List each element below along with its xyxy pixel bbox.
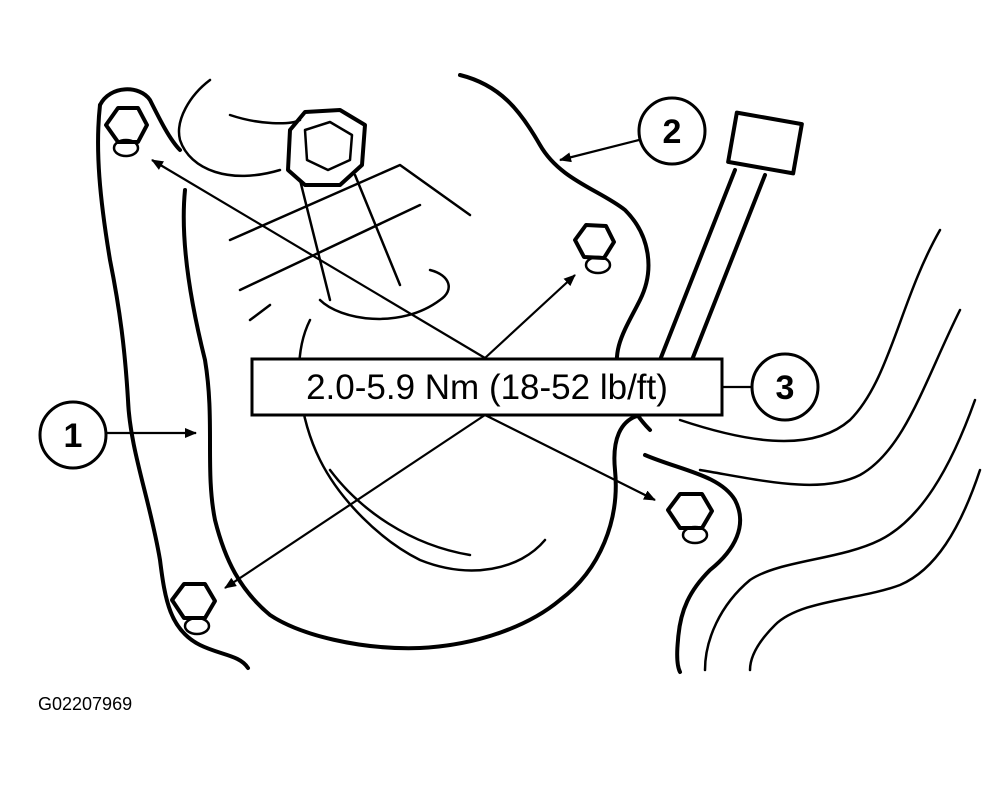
- nut-top-right-icon: [573, 223, 616, 275]
- bracket-line-1: [228, 163, 472, 242]
- figure-id: G02207969: [38, 694, 132, 714]
- nut-bottom-left-icon: [170, 582, 217, 636]
- pipe-body-lower: [228, 113, 302, 125]
- tube-line-4: [748, 468, 982, 672]
- bracket-line-2: [238, 203, 422, 292]
- center-bolt-icon: [286, 108, 367, 187]
- arrow-to-top-right-nut: [484, 274, 576, 359]
- callout-2: 2: [559, 96, 707, 166]
- nut-bottom-right-icon: [666, 492, 714, 545]
- callout-2-number: 2: [663, 113, 682, 151]
- shaft-right: [353, 173, 402, 287]
- bracket-line-3: [248, 303, 272, 322]
- tube-line-3: [703, 398, 977, 672]
- shaft-left: [298, 178, 332, 302]
- shaft-collar: [318, 268, 450, 321]
- cover-inner-edge: [181, 188, 642, 651]
- callout-1-number: 1: [64, 417, 83, 455]
- boss-inner: [328, 468, 472, 557]
- callout-3: 3: [722, 352, 820, 422]
- torque-label: 2.0-5.9 Nm (18-52 lb/ft): [306, 368, 668, 407]
- arrow-to-bottom-right-nut: [484, 414, 656, 501]
- stud-rod-icon: [658, 110, 804, 367]
- torque-callout: 2.0-5.9 Nm (18-52 lb/ft): [250, 357, 724, 417]
- tube-line-2: [698, 308, 962, 487]
- nut-top-left-icon: [104, 106, 149, 158]
- cover-top-edge: [98, 87, 182, 152]
- callout-1: 1: [38, 400, 197, 470]
- arrow-to-top-left-nut: [151, 159, 486, 359]
- pipe-body: [177, 78, 282, 178]
- tube-line-1: [678, 228, 942, 443]
- arrow-to-bottom-left-nut: [224, 414, 486, 589]
- cover-outline: [96, 103, 250, 670]
- callout-3-number: 3: [776, 369, 795, 407]
- housing-lower-edge: [643, 453, 743, 674]
